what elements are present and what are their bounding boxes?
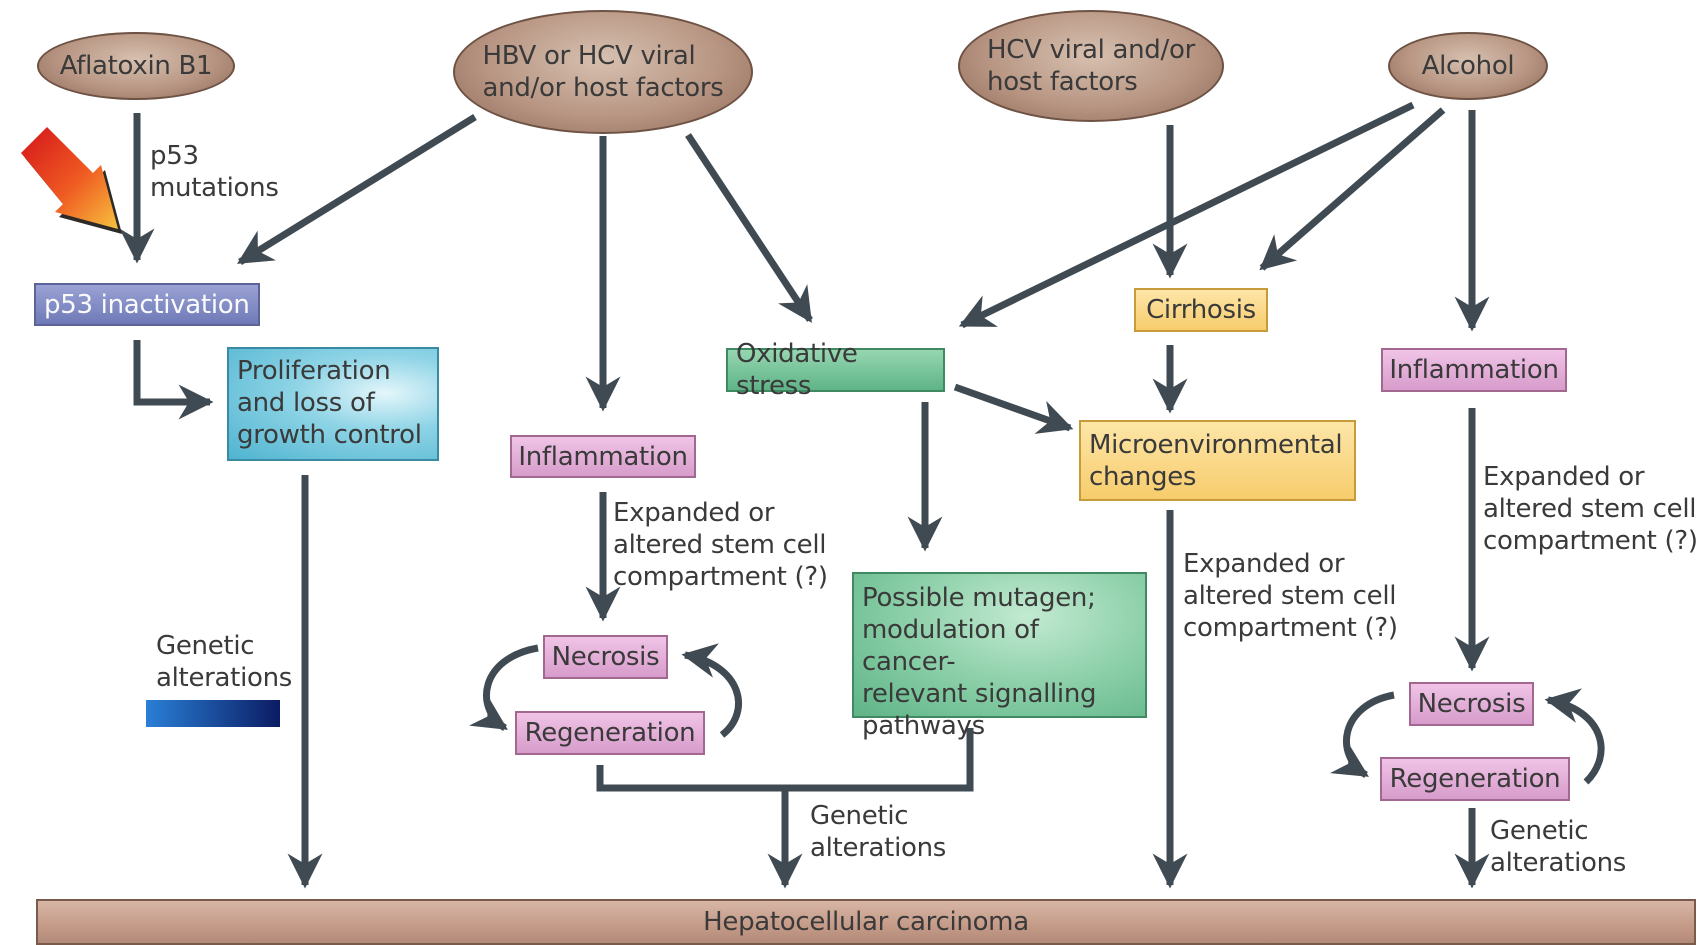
arrow-oxidative-to-microenvironment bbox=[953, 383, 1074, 434]
hbv-hcv-node: HBV or HCV viral and/or host factors bbox=[453, 10, 753, 134]
cirrhosis-label: Cirrhosis bbox=[1146, 295, 1256, 325]
stem-cell-label-center: Expanded or altered stem cell compartmen… bbox=[1183, 549, 1398, 643]
genetic-alterations-legend-bar bbox=[146, 700, 280, 727]
inflammation-left-box: Inflammation bbox=[510, 435, 696, 478]
regeneration-left-box: Regeneration bbox=[515, 711, 705, 755]
microenvironmental-box: Microenvironmental changes bbox=[1079, 420, 1356, 501]
aflatoxin-node: Aflatoxin B1 bbox=[37, 32, 235, 100]
genetic-alterations-legend-label: Genetic alterations bbox=[156, 631, 293, 693]
p53-inactivation-label: p53 inactivation bbox=[44, 289, 250, 320]
possible-mutagen-box: Possible mutagen; modulation of cancer- … bbox=[852, 572, 1147, 741]
arrow-alcohol-to-cirrhosis bbox=[1259, 107, 1446, 271]
regeneration-right-label: Regeneration bbox=[1389, 764, 1561, 794]
cycle-arrow-right-regeneration bbox=[1544, 688, 1605, 785]
inflammation-right-label: Inflammation bbox=[1389, 355, 1559, 385]
cycle-arrow-right-necrosis bbox=[1330, 691, 1395, 778]
hcv-node: HCV viral and/or host factors bbox=[958, 10, 1224, 122]
hbv-hcv-label: HBV or HCV viral and/or host factors bbox=[482, 41, 724, 103]
inflammation-right-box: Inflammation bbox=[1381, 348, 1567, 392]
aflatoxin-label: Aflatoxin B1 bbox=[59, 51, 213, 81]
oxidative-stress-box: Oxidative stress bbox=[726, 339, 945, 401]
necrosis-left-label: Necrosis bbox=[551, 642, 660, 672]
inflammation-left-label: Inflammation bbox=[518, 441, 688, 472]
cycle-arrow-left-necrosis bbox=[469, 644, 539, 731]
microenvironmental-label: Microenvironmental changes bbox=[1089, 429, 1343, 492]
proliferation-box: Proliferation and loss of growth control bbox=[227, 347, 439, 461]
cycle-arrow-left-regeneration bbox=[681, 643, 742, 738]
necrosis-left-box: Necrosis bbox=[543, 635, 668, 679]
p53-mutations-label: p53 mutations bbox=[150, 141, 279, 203]
regeneration-right-box: Regeneration bbox=[1380, 757, 1570, 801]
stem-cell-label-right: Expanded or altered stem cell compartmen… bbox=[1483, 462, 1698, 556]
proliferation-label: Proliferation and loss of growth control bbox=[237, 356, 422, 450]
stem-cell-label-left: Expanded or altered stem cell compartmen… bbox=[613, 498, 828, 592]
hcv-label: HCV viral and/or host factors bbox=[987, 35, 1195, 97]
cirrhosis-box: Cirrhosis bbox=[1134, 288, 1268, 332]
arrow-alcohol-to-oxidative bbox=[958, 101, 1415, 329]
hcc-bar: Hepatocellular carcinoma bbox=[36, 899, 1696, 945]
p53-inactivation-box: p53 inactivation bbox=[34, 283, 260, 326]
genetic-alterations-center-label: Genetic alterations bbox=[810, 801, 947, 863]
arrow-p53-to-proliferation bbox=[133, 340, 214, 420]
aflatoxin-emphasis-arrow bbox=[21, 127, 122, 234]
necrosis-right-box: Necrosis bbox=[1409, 682, 1534, 726]
arrow-hbv-to-p53 bbox=[237, 114, 477, 265]
regeneration-left-label: Regeneration bbox=[524, 718, 696, 748]
alcohol-node: Alcohol bbox=[1388, 32, 1548, 100]
alcohol-label: Alcohol bbox=[1421, 51, 1515, 81]
possible-mutagen-label: Possible mutagen; modulation of cancer- … bbox=[862, 583, 1097, 741]
hcc-label: Hepatocellular carcinoma bbox=[703, 907, 1029, 937]
genetic-alterations-right-label: Genetic alterations bbox=[1490, 816, 1627, 878]
arrow-hbv-to-oxidative bbox=[685, 133, 813, 323]
oxidative-stress-label: Oxidative stress bbox=[736, 339, 858, 401]
necrosis-right-label: Necrosis bbox=[1417, 689, 1526, 719]
